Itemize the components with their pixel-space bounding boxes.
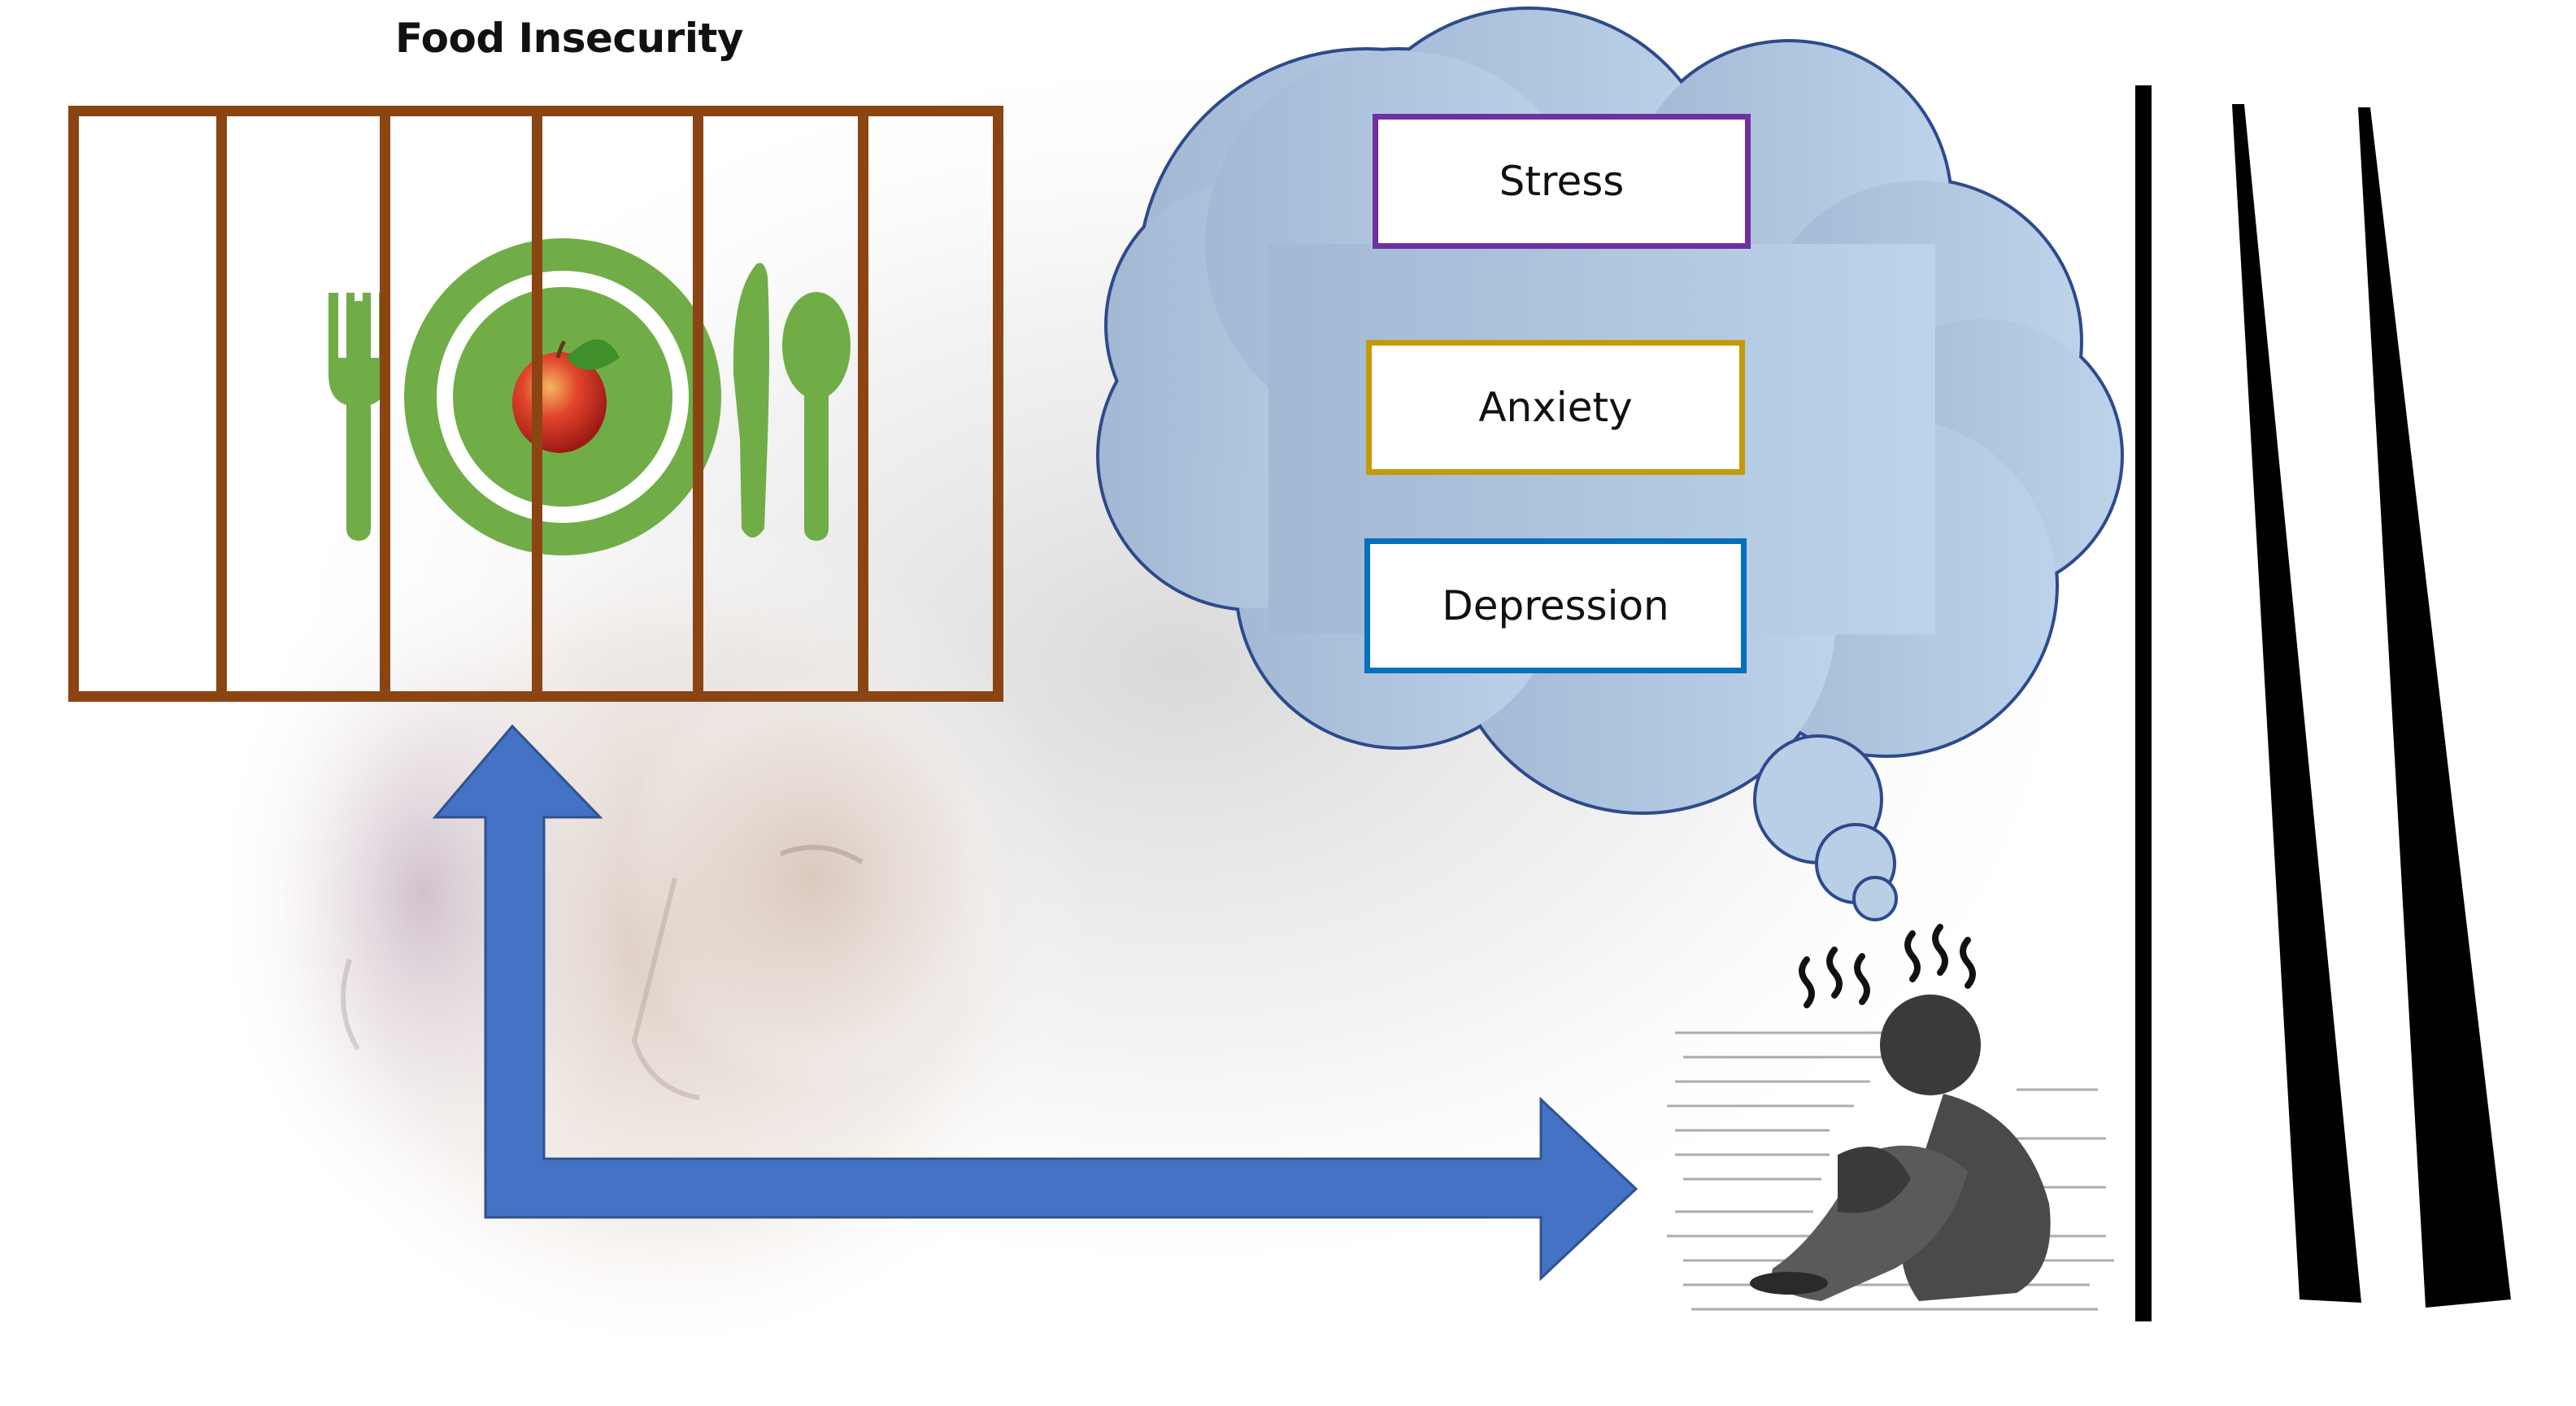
sad-person-sketch <box>1667 995 2114 1311</box>
depression-label: Depression <box>1442 582 1669 629</box>
worry-squiggles-icon <box>1799 924 1976 1008</box>
faces-background-image <box>211 512 1090 1358</box>
wall-lines <box>2135 85 2511 1321</box>
spoon-icon <box>782 292 851 399</box>
stress-box: Stress <box>1373 114 1751 249</box>
anxiety-label: Anxiety <box>1478 384 1633 431</box>
cage-bars <box>68 106 1003 702</box>
thought-bubble-small <box>1852 876 1898 921</box>
connection-arrow <box>432 724 1638 1282</box>
knife-icon <box>733 263 769 538</box>
depression-box: Depression <box>1364 538 1747 673</box>
stress-label: Stress <box>1499 158 1625 205</box>
anxiety-box: Anxiety <box>1366 340 1745 475</box>
diagram-title: Food Insecurity <box>395 15 743 62</box>
